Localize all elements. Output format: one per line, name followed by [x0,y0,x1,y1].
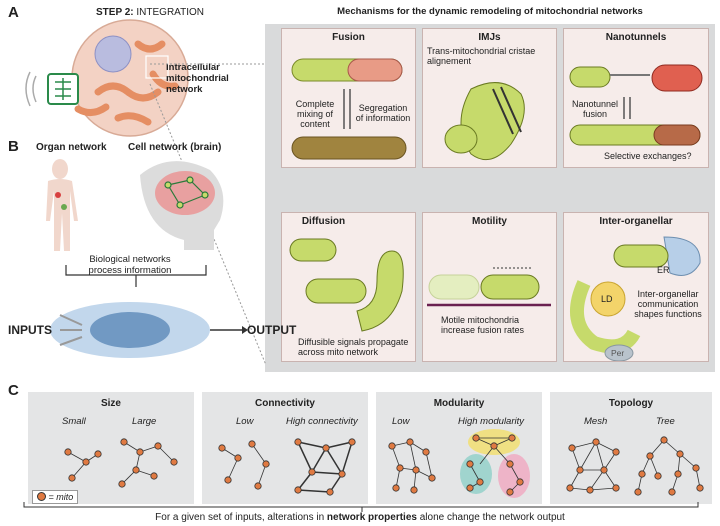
motility-text: Motile mitochondria increase fusion rate… [441,315,525,335]
modularity-title: Modularity [433,398,485,409]
panel-c-label: C [8,382,19,399]
modularity-low: Low [392,416,410,427]
size-box: Size Small Large [28,392,194,504]
imjs-panel: IMJs Trans-mitochondrial cristae alignem… [422,28,557,168]
er-label: ER [657,265,670,275]
modularity-box: Modularity Low High modularity [376,392,542,504]
imjs-mito [444,82,525,161]
cell-network-label: Cell network (brain) [128,142,222,153]
output-label: OUTPUT [247,323,297,337]
topology-mesh: Mesh [584,416,608,427]
fusion-mito [291,58,407,160]
size-large: Large [132,416,157,427]
panel-a-label: A [8,4,19,21]
connectivity-title: Connectivity [254,398,315,409]
fusion-title: Fusion [332,32,365,43]
bio-networks-text: Biological networks process information [88,254,172,276]
caption-post: alone change the network output [416,512,565,523]
size-title: Size [100,398,121,409]
panel-b-label: B [8,138,19,155]
step-title: STEP 2: INTEGRATION [96,7,204,18]
caption-pre: For a given set of inputs, alterations i… [155,512,327,523]
ld-label: LD [601,294,613,304]
diffusion-text: Diffusible signals propagate across mito… [298,337,409,357]
caption-bold: network properties [326,512,417,523]
modularity-high: High modularity [458,416,524,427]
nanotunnels-title: Nanotunnels [605,32,667,43]
mito-legend: = mito [32,490,79,504]
nanotunnels-mito [569,64,703,146]
nanotunnels-text2: Selective exchanges? [604,151,692,161]
topology-box: Topology Mesh Tree [550,392,712,504]
mito-node-icon [37,492,46,501]
motility-panel: Motility Motile mitochondria increase fu… [422,212,557,362]
diffusion-title: Diffusion [301,216,346,227]
topology-title: Topology [608,398,654,409]
diffusion-panel: Diffusion Diffusible signals propagate a… [281,212,416,362]
size-networks [64,438,178,488]
topology-networks [566,436,704,496]
interorg-panel: Inter-organellar ER LD Per Inter-organel… [563,212,709,362]
fusion-left-text: Complete mixing of content [295,99,335,129]
nanotunnels-panel: Nanotunnels Nanotunnel fusion Selective … [563,28,709,168]
modularity-networks [388,429,530,498]
mito-legend-text: = mito [48,492,74,502]
inputs-label: INPUTS [8,323,53,337]
nanotunnels-text1: Nanotunnel fusion [571,99,619,119]
interorg-title: Inter-organellar [599,216,673,227]
imjs-text: Trans-mitochondrial cristae alignement [427,46,536,66]
bottom-bracket [23,502,699,512]
bottom-caption: For a given set of inputs, alterations i… [0,512,720,523]
cell-label: Intracellular mitochondrial network [166,62,229,95]
connectivity-high: High connectivity [286,416,358,427]
step-title-rest: INTEGRATION [133,7,204,18]
motility-mito [427,267,551,307]
per-label: Per [611,348,625,358]
step-title-bold: STEP 2: [96,7,134,18]
interorg-mito [570,236,701,361]
interorg-text: Inter-organellar communication shapes fu… [634,289,702,319]
size-small: Small [62,416,86,427]
fusion-panel: Fusion Complete mixing of content Segreg… [281,28,416,168]
connectivity-box: Connectivity Low High connectivity [202,392,368,504]
network-illustrations [46,159,248,358]
organ-network-label: Organ network [36,142,107,153]
motility-title: Motility [472,216,507,227]
topology-tree: Tree [656,416,675,427]
fusion-right-text: Segregation of information [355,103,411,123]
connectivity-networks [218,438,356,496]
diffusion-mito [289,238,404,332]
connectivity-low: Low [236,416,254,427]
imjs-title: IMJs [478,32,501,43]
mechanisms-title: Mechanisms for the dynamic remodeling of… [337,6,643,17]
